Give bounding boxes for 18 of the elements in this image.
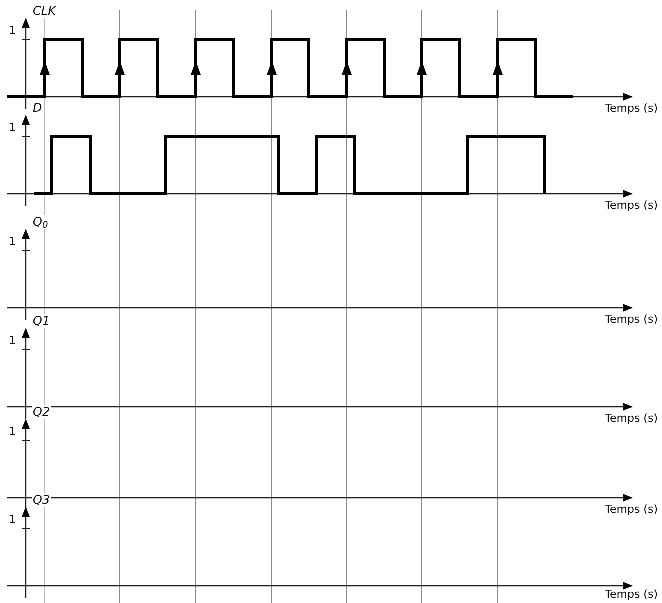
signal-name: D [32,101,44,115]
axis-label: Temps (s) [605,504,658,516]
tick-label: 1 [9,25,16,37]
signal-name: CLK [32,4,57,18]
tick-label: 1 [9,514,16,526]
tick-label: 1 [9,236,16,248]
tick-label: 1 [9,426,16,438]
signal-name: Q3 [32,493,52,507]
signal-name: Q1 [32,314,52,328]
axis-label: Temps (s) [605,413,658,425]
axis-label: Temps (s) [605,103,658,115]
signal-name: Q$_{0}$ [32,215,50,229]
tick-label: 1 [9,335,16,347]
tick-label: 1 [9,122,16,134]
signal-name: Q2 [32,405,52,419]
axis-label: Temps (s) [605,589,658,601]
axis-label: Temps (s) [605,200,658,212]
axis-label: Temps (s) [605,314,658,326]
